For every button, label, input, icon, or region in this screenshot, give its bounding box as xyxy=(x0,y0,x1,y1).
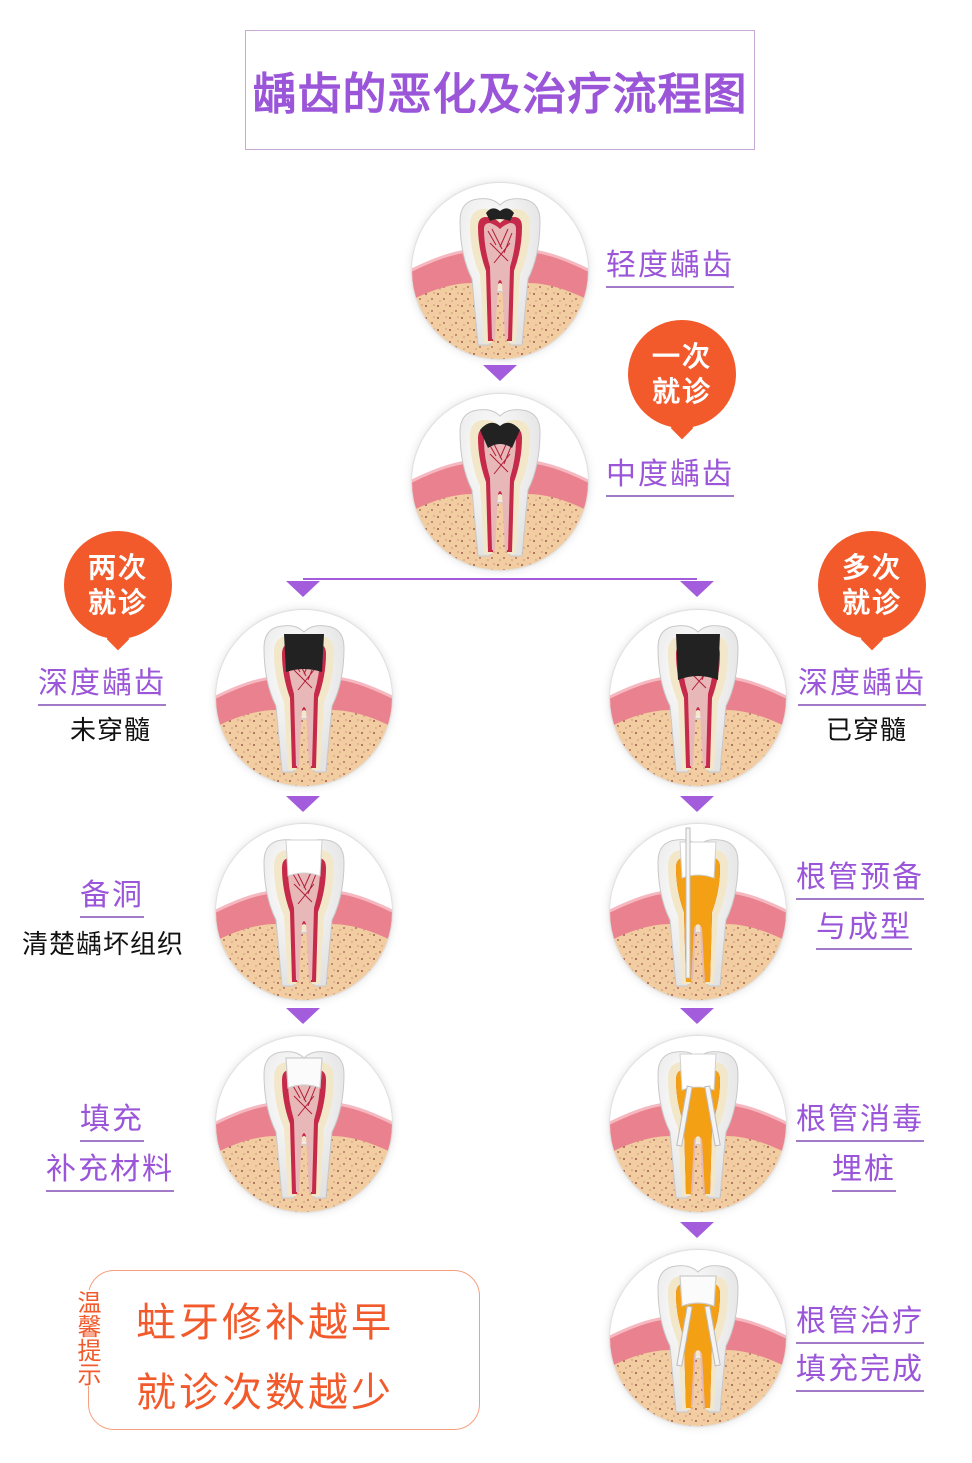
tooth-canal-prep xyxy=(610,824,786,1000)
badge-once: 一次就诊 xyxy=(628,320,736,428)
label-canal-done-2: 填充完成 xyxy=(796,1352,924,1392)
badge-twice: 两次就诊 xyxy=(64,531,172,639)
tooth-filling xyxy=(216,1036,392,1212)
arrow-disinfect-to-done xyxy=(680,1222,714,1238)
label-moderate: 中度龋齿 xyxy=(606,457,734,497)
tooth-canal-disinfect xyxy=(610,1036,786,1212)
label-canal-done-1: 根管治疗 xyxy=(796,1304,924,1344)
tip-label: 温馨提示 xyxy=(68,1290,102,1386)
arrow-mild-to-moderate xyxy=(483,365,517,381)
arrow-to-deep-left xyxy=(286,581,320,597)
label-mild: 轻度龋齿 xyxy=(606,248,734,288)
sub-prep: 清楚龋坏组织 xyxy=(22,930,185,960)
title-box: 龋齿的恶化及治疗流程图 xyxy=(245,30,755,150)
arrow-canal-prep-to-disinfect xyxy=(680,1008,714,1024)
tooth-canal-done xyxy=(610,1250,786,1426)
tooth-moderate-caries xyxy=(412,394,588,570)
arrow-deep-to-canal-prep xyxy=(680,796,714,812)
tip-line-2: 就诊次数越少 xyxy=(136,1370,394,1416)
tip-line-1: 蛀牙修补越早 xyxy=(136,1300,394,1346)
label-canal-disinfect-1: 根管消毒 xyxy=(796,1102,924,1142)
tip-box xyxy=(88,1270,480,1430)
branch-line xyxy=(303,578,697,580)
arrow-prep-to-fill xyxy=(286,1008,320,1024)
page-title: 龋齿的恶化及治疗流程图 xyxy=(252,69,748,120)
sub-deep-right: 已穿髓 xyxy=(826,716,908,746)
label-fill-1: 填充 xyxy=(80,1102,144,1142)
label-canal-disinfect-2: 埋桩 xyxy=(832,1152,896,1192)
tooth-cavity-prep xyxy=(216,824,392,1000)
arrow-to-deep-right xyxy=(680,581,714,597)
label-prep: 备洞 xyxy=(80,878,144,918)
label-deep-left: 深度龋齿 xyxy=(38,666,166,706)
tooth-deep-caries-left xyxy=(216,610,392,786)
tooth-mild-caries xyxy=(412,183,588,359)
label-canal-prep-2: 与成型 xyxy=(816,910,912,950)
arrow-deep-to-prep xyxy=(286,796,320,812)
label-deep-right: 深度龋齿 xyxy=(798,666,926,706)
label-canal-prep-1: 根管预备 xyxy=(796,860,924,900)
badge-many: 多次就诊 xyxy=(818,531,926,639)
label-fill-2: 补充材料 xyxy=(46,1152,174,1192)
tooth-deep-caries-right xyxy=(610,610,786,786)
sub-deep-left: 未穿髓 xyxy=(70,716,152,746)
